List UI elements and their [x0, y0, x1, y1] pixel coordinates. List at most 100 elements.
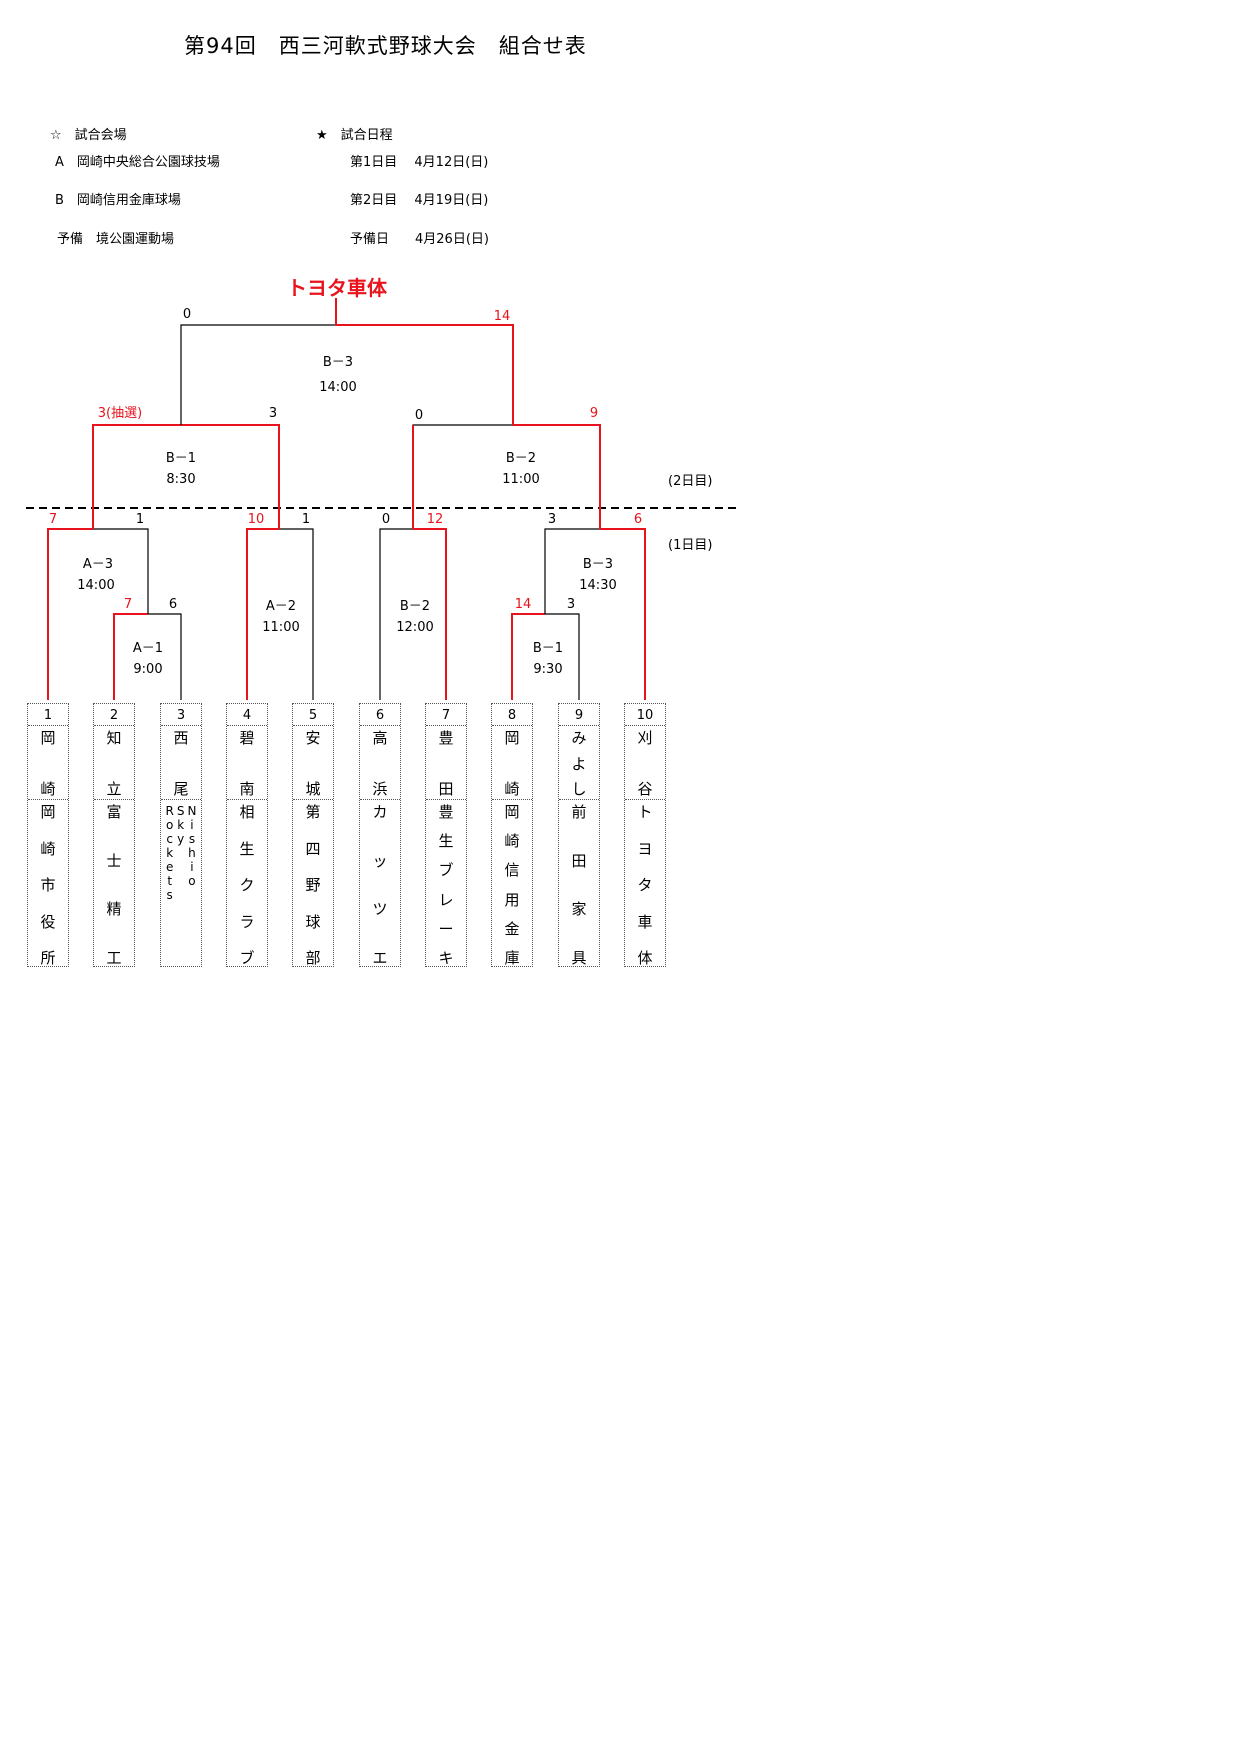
game-b3a-label: B－3 — [583, 557, 613, 572]
club-letter: i — [190, 860, 194, 874]
final-left-line — [180, 324, 336, 425]
club-letter: s — [188, 832, 196, 846]
team-city: 岡崎 — [492, 726, 532, 800]
game-b2b-label: B－2 — [506, 451, 536, 466]
team-club: 前田家具 — [571, 803, 587, 967]
club-letter: c — [166, 832, 173, 846]
team-club: 岡崎信用金庫 — [504, 803, 520, 967]
page-title: 第94回 西三河軟式野球大会 組合せ表 — [184, 34, 587, 58]
a2-right-line — [279, 528, 314, 700]
schedule-day2: 第2日目 4月19日(日) — [350, 193, 489, 208]
day2-label: (2日目) — [668, 474, 713, 489]
team-city: 高浜 — [360, 726, 400, 800]
team-box-5: 5 安城 第四野球部 — [292, 703, 334, 967]
venue-reserve: 予備 境公園運動場 — [57, 232, 175, 247]
game-a1-label: A－1 — [133, 641, 163, 656]
schedule-day1: 第1日目 4月12日(日) — [350, 155, 489, 170]
game-a1-time: 9:00 — [133, 662, 162, 677]
team-city: 刈谷 — [625, 726, 665, 800]
team-number: 10 — [625, 704, 665, 726]
club-letter: t — [167, 874, 173, 888]
game-a3-time: 14:00 — [77, 578, 114, 593]
b2a-right-line — [413, 528, 447, 700]
score-b2b-right: 9 — [590, 406, 598, 421]
game-a2-time: 11:00 — [262, 620, 299, 635]
game-b1a-time: 9:30 — [533, 662, 562, 677]
game-b2b-time: 11:00 — [502, 472, 539, 487]
game-b1b-label: B－1 — [166, 451, 196, 466]
club-letter: R — [165, 804, 174, 818]
team-number: 8 — [492, 704, 532, 726]
team-number: 5 — [293, 704, 333, 726]
b1a-right-line — [545, 613, 580, 700]
champion-label: トヨタ車体 — [287, 276, 387, 300]
score-b1a-left: 14 — [515, 597, 532, 612]
team-box-1: 1 岡崎 岡崎市役所 — [27, 703, 69, 967]
game-b2a-label: B－2 — [400, 599, 430, 614]
schedule-reserve: 予備日 4月26日(日) — [350, 232, 489, 247]
team-box-7: 7 豊田 豊生ブレーキ — [425, 703, 467, 967]
team-club: 豊生ブレーキ — [438, 803, 454, 967]
game-final-time: 14:00 — [319, 380, 356, 395]
team-club: 岡崎市役所 — [40, 803, 56, 967]
score-b2b-left: 0 — [415, 408, 423, 423]
score-b3a-left: 3 — [548, 512, 556, 527]
score-a1-left: 7 — [124, 597, 132, 612]
a2-left-line — [246, 528, 279, 700]
team-number: 4 — [227, 704, 267, 726]
team-box-4: 4 碧南 相生クラブ — [226, 703, 268, 967]
club-letter: h — [188, 846, 196, 860]
b1b-right-line — [181, 424, 280, 529]
venue-b: B 岡崎信用金庫球場 — [55, 193, 181, 208]
b3a-right-line — [600, 528, 646, 700]
club-letter: o — [166, 818, 174, 832]
club-letter: i — [190, 818, 194, 832]
team-city: みよし — [559, 726, 599, 800]
score-final-left: 0 — [183, 307, 191, 322]
a3-left-line — [47, 528, 93, 700]
club-letter: N — [187, 804, 197, 818]
team-city: 豊田 — [426, 726, 466, 800]
score-a2-right: 1 — [302, 512, 310, 527]
b2b-right-line — [513, 424, 601, 529]
score-a1-right: 6 — [169, 597, 177, 612]
team-box-6: 6 高浜 カッツエ — [359, 703, 401, 967]
game-b1b-time: 8:30 — [166, 472, 195, 487]
venue-a: A 岡崎中央総合公園球技場 — [55, 155, 220, 170]
score-b1b-left: 3(抽選) — [98, 406, 142, 421]
b1a-left-line — [511, 613, 545, 700]
score-b2a-right: 12 — [427, 512, 444, 527]
club-letter: o — [188, 874, 196, 888]
a3-right-line — [93, 528, 149, 614]
score-b2a-left: 0 — [382, 512, 390, 527]
final-right-line — [336, 324, 514, 425]
team-city: 安城 — [293, 726, 333, 800]
team-club: トヨタ車体 — [637, 803, 653, 967]
venue-heading: ☆ 試合会場 — [50, 128, 127, 143]
b2a-left-line — [379, 528, 413, 700]
team-city: 西尾 — [161, 726, 201, 800]
club-letter: s — [166, 888, 173, 902]
team-club: カッツエ — [372, 803, 388, 967]
team-number: 1 — [28, 704, 68, 726]
club-letter: y — [177, 832, 185, 846]
b3a-left-line — [544, 528, 600, 614]
score-b1b-right: 3 — [269, 406, 277, 421]
team-box-8: 8 岡崎 岡崎信用金庫 — [491, 703, 533, 967]
team-box-2: 2 知立 富士精工 — [93, 703, 135, 967]
game-a3-label: A－3 — [83, 557, 113, 572]
team-number: 7 — [426, 704, 466, 726]
game-b2a-time: 12:00 — [396, 620, 433, 635]
team-club: 第四野球部 — [305, 803, 321, 967]
bracket-diagram: 7 6 7 1 10 1 0 12 14 3 3 6 3(抽選) 3 0 9 0… — [26, 298, 740, 700]
team-city: 知立 — [94, 726, 134, 800]
score-a3-right: 1 — [136, 512, 144, 527]
team-city: 碧南 — [227, 726, 267, 800]
team-number: 6 — [360, 704, 400, 726]
a1-left-line — [113, 613, 148, 700]
game-a2-label: A－2 — [266, 599, 296, 614]
team-number: 2 — [94, 704, 134, 726]
